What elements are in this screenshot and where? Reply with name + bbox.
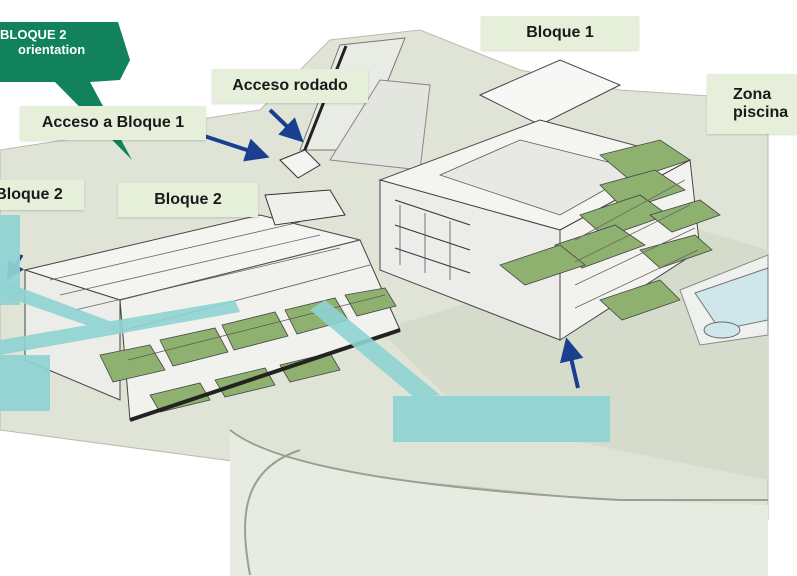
- label-zona-piscina: Zona piscina: [707, 74, 797, 134]
- cyan-box-center: [393, 396, 610, 442]
- callout-subtitle: orientation: [18, 42, 86, 57]
- label-bloque-1: Bloque 1: [481, 16, 639, 50]
- cyan-box-left-upper: [0, 215, 20, 305]
- label-bloque-2-left: Bloque 2: [0, 180, 84, 210]
- callout-title: BLOQUE 2: [0, 27, 67, 42]
- arrow-acceso-bloque1: [194, 131, 270, 162]
- cyan-pointers: [0, 280, 440, 398]
- cyan-box-left-lower: [0, 355, 50, 411]
- arrow-acceso-rodado: [268, 108, 304, 143]
- pool-area: [679, 254, 769, 346]
- label-piscina-line: piscina: [733, 104, 789, 121]
- label-acceso-rodado: Acceso rodado: [212, 69, 368, 103]
- isometric-site-model: [0, 22, 769, 576]
- block-1-building: [378, 59, 721, 341]
- site-plan-diagram: BLOQUE 2 orientation Bloque 1 Acceso rod…: [0, 16, 797, 576]
- arrow-bloque1-entrance: [559, 337, 584, 389]
- label-bloque-2: Bloque 2: [118, 183, 258, 217]
- label-zona-line: Zona: [733, 86, 772, 103]
- label-acceso-bloque-1: Acceso a Bloque 1: [20, 106, 206, 140]
